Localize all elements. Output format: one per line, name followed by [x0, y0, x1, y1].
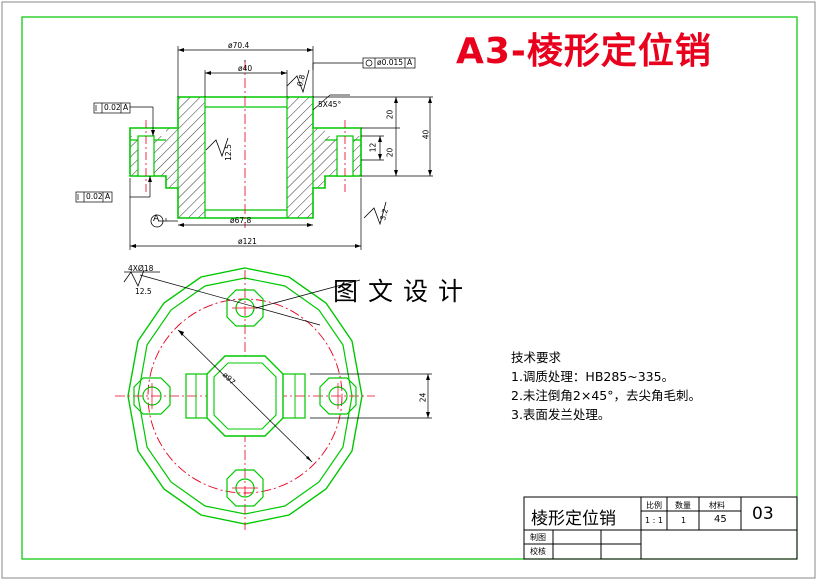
dim-h20a: 20 — [385, 109, 395, 120]
section-hatch-right — [287, 97, 361, 218]
dim-h12: 12 — [368, 142, 378, 153]
scale-value: 1 : 1 — [645, 516, 663, 525]
roughness-mark-holes — [123, 269, 145, 287]
checked-label: 校核 — [530, 547, 546, 556]
roughness-mark-top — [286, 69, 310, 94]
watermark-text: 图文设计 — [333, 277, 474, 306]
roughness-mark-right — [363, 201, 387, 226]
scale-label: 比例 — [646, 501, 662, 510]
bolt-hole-left — [133, 377, 171, 415]
tech-item-3: 3.表面发兰处理。 — [511, 407, 611, 422]
roughness-mark-mid — [205, 137, 229, 158]
qty-label: 数量 — [675, 501, 691, 510]
dim-h40: 40 — [421, 129, 431, 140]
runout-value: ø0.015 — [377, 58, 404, 67]
dim-chamfer: 5X45° — [318, 100, 342, 109]
dim-holes: 4XØ18 — [128, 264, 154, 273]
datum-a-label: A — [153, 214, 160, 224]
bolt-hole-bottom — [226, 469, 264, 507]
dim-d40: ø40 — [238, 64, 253, 73]
part-name: 棱形定位销 — [531, 509, 616, 529]
material-label: 材料 — [709, 501, 725, 510]
dim-d121: ø121 — [238, 237, 257, 246]
drawn-label: 制图 — [530, 533, 546, 542]
banner-title: A3-棱形定位销 — [456, 31, 712, 72]
dim-h20b: 20 — [385, 147, 395, 158]
dim-w24: 24 — [418, 392, 428, 403]
bolt-hole-right — [319, 377, 357, 415]
material-value: 45 — [714, 514, 727, 525]
qty-value: 1 — [681, 516, 687, 525]
tech-item-2: 2.未注倒角2×45°，去尖角毛刺。 — [511, 388, 702, 403]
parallel-bottom-value: 0.02 — [86, 192, 103, 201]
technical-requirements: 技术要求 1.调质处理：HB285~335。 2.未注倒角2×45°，去尖角毛刺… — [511, 348, 701, 424]
parallel-frame-top — [93, 102, 131, 114]
bolt-hole-top — [226, 289, 264, 327]
dim-d67: ø67.8 — [230, 216, 252, 225]
roughness-125a: 12.5 — [223, 144, 233, 161]
parallel-top-datum: A — [123, 103, 129, 112]
plan-view — [115, 267, 432, 530]
dim-d70: ø70.4 — [228, 41, 250, 50]
tech-item-1: 1.调质处理：HB285~335。 — [511, 369, 675, 384]
parallel-frame-bottom — [75, 191, 113, 203]
inner-border — [21, 16, 798, 560]
runout-datum: A — [407, 58, 413, 67]
roughness-125b: 12.5 — [135, 287, 152, 296]
datum-a-circle — [150, 214, 164, 228]
parallel-bottom-datum: A — [105, 192, 111, 201]
parallel-top-value: 0.02 — [104, 103, 121, 112]
runout-symbol-icon — [365, 59, 373, 67]
hub-octagon-inner — [213, 362, 277, 430]
drawing-number: 03 — [752, 504, 774, 524]
title-block-grid — [523, 496, 798, 560]
tech-heading: 技术要求 — [511, 350, 562, 365]
runout-frame — [362, 57, 416, 69]
section-view — [75, 46, 433, 250]
section-hatch-left — [130, 97, 205, 218]
